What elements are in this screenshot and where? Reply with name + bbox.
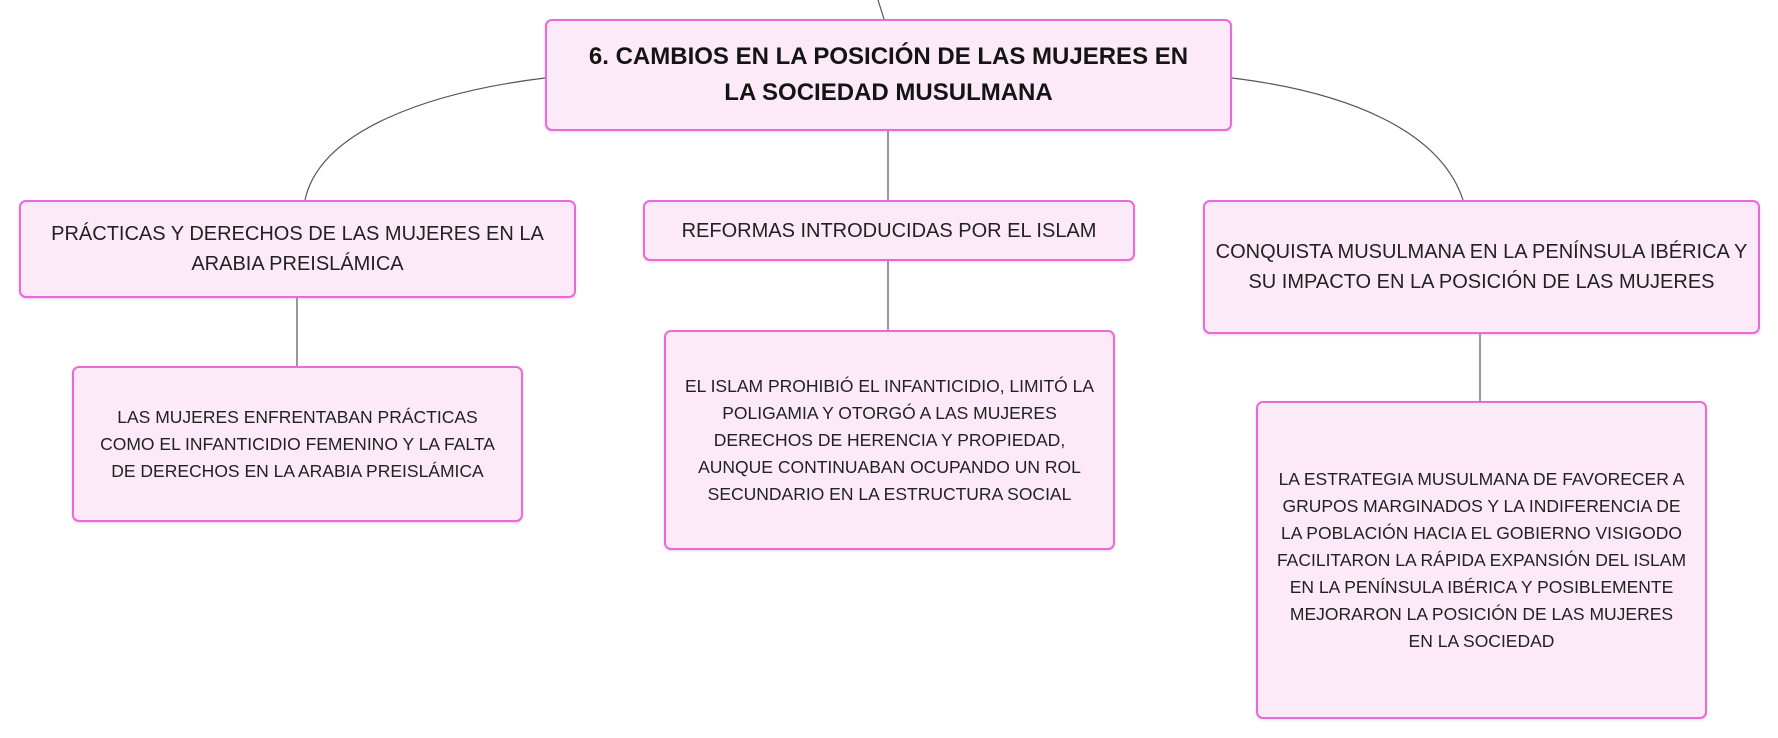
root-node-label: 6. CAMBIOS EN LA POSICIÓN DE LAS MUJERES…	[588, 43, 1189, 106]
leaf-node-text: LA ESTRATEGIA MUSULMANA DE FAVORECER A G…	[1276, 468, 1687, 651]
leaf-node-islam-reforms[interactable]: EL ISLAM PROHIBIÓ EL INFANTICIDIO, LIMIT…	[664, 330, 1115, 550]
leaf-node-preislamic-practices[interactable]: LAS MUJERES ENFRENTABAN PRÁCTICAS COMO E…	[72, 366, 523, 522]
branch-node-islam-reforms[interactable]: REFORMAS INTRODUCIDAS POR EL ISLAM	[643, 200, 1135, 261]
connector-root-to-branch-1	[304, 77, 546, 201]
branch-node-preislamic-practices[interactable]: PRÁCTICAS Y DERECHOS DE LAS MUJERES EN L…	[19, 200, 576, 298]
root-node[interactable]: 6. CAMBIOS EN LA POSICIÓN DE LAS MUJERES…	[545, 19, 1232, 131]
branch-node-label: PRÁCTICAS Y DERECHOS DE LAS MUJERES EN L…	[51, 223, 544, 275]
connector-root-to-branch-3	[1231, 77, 1464, 201]
branch-node-label: REFORMAS INTRODUCIDAS POR EL ISLAM	[681, 219, 1097, 242]
connector-incoming	[877, 0, 885, 20]
leaf-node-iberian-conquest[interactable]: LA ESTRATEGIA MUSULMANA DE FAVORECER A G…	[1256, 401, 1707, 719]
leaf-node-text: LAS MUJERES ENFRENTABAN PRÁCTICAS COMO E…	[100, 406, 495, 481]
branch-node-iberian-conquest[interactable]: CONQUISTA MUSULMANA EN LA PENÍNSULA IBÉR…	[1203, 200, 1760, 334]
branch-node-label: CONQUISTA MUSULMANA EN LA PENÍNSULA IBÉR…	[1215, 241, 1748, 293]
leaf-node-text: EL ISLAM PROHIBIÓ EL INFANTICIDIO, LIMIT…	[684, 375, 1095, 504]
